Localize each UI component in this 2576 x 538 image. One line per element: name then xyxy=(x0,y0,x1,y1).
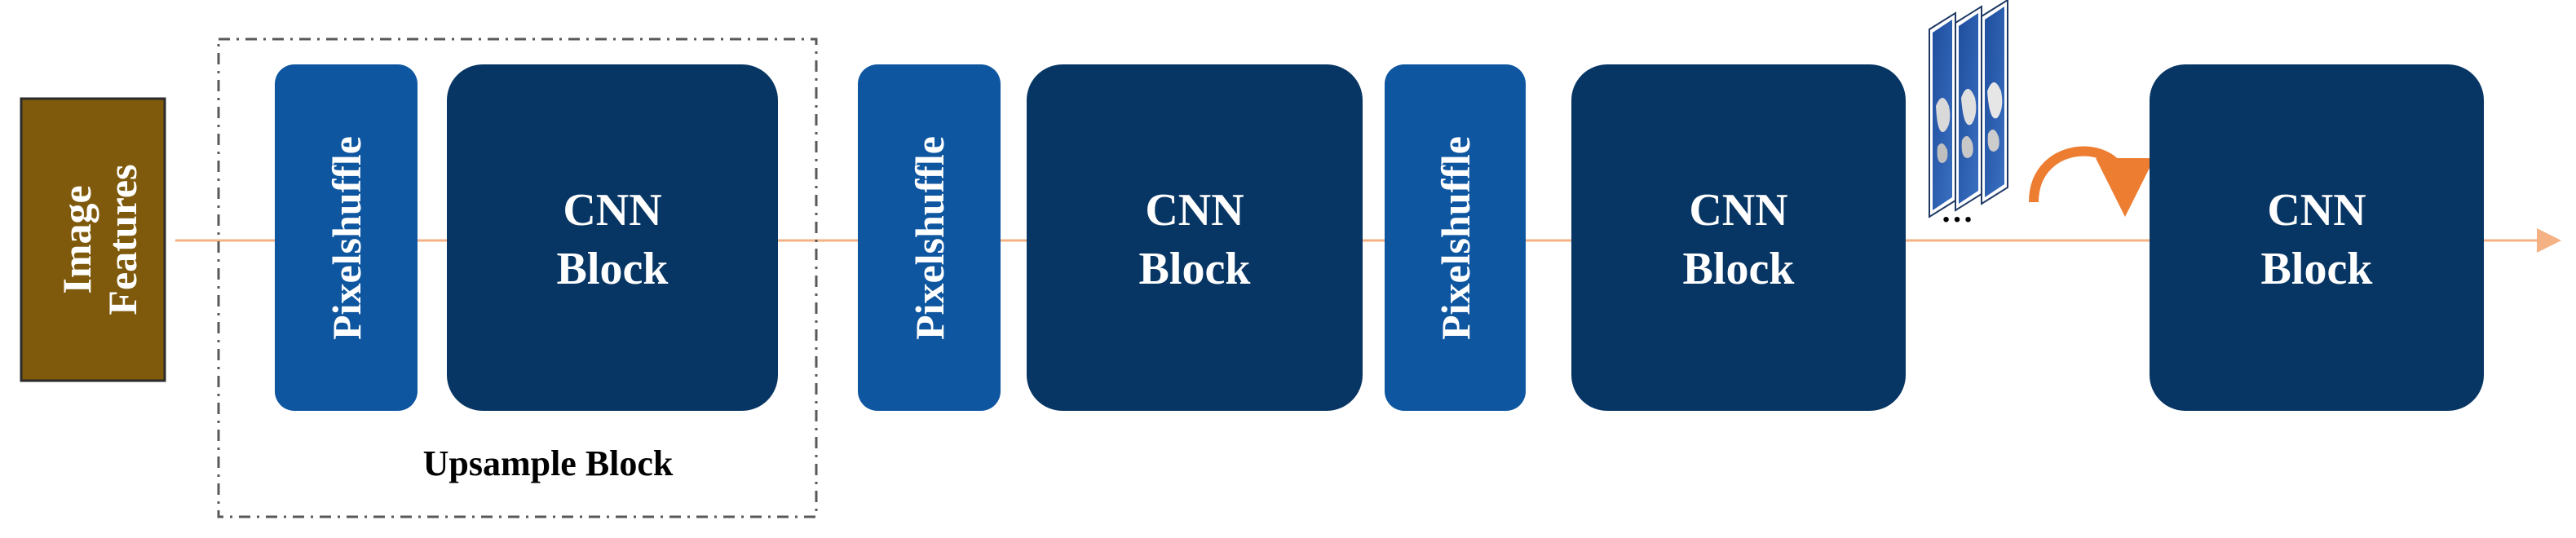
upsample-block-group xyxy=(217,37,818,518)
image-features-label-line1: Image xyxy=(54,185,99,293)
pixelshuffle-block-1: Pixelshuffle xyxy=(275,64,418,411)
cnn-block-1: CNN Block xyxy=(447,64,778,411)
cnn-block-3-line1: CNN xyxy=(1689,185,1787,236)
cnn-block-2-line2: Block xyxy=(1139,244,1252,294)
cnn-block-3: CNN Block xyxy=(1571,64,1906,411)
pixelshuffle-block-3: Pixelshuffle xyxy=(1385,64,1526,411)
feature-map-ellipsis: … xyxy=(1941,192,1973,229)
image-features-label-line2: Features xyxy=(99,164,145,315)
cnn-block-2: CNN Block xyxy=(1027,64,1363,411)
cnn-block-4-line1: CNN xyxy=(2267,185,2366,236)
cnn-block-4-line2: Block xyxy=(2261,244,2374,294)
curved-arrow-icon xyxy=(2029,146,2154,217)
cnn-block-3-line2: Block xyxy=(1683,244,1796,294)
pixelshuffle-label-2: Pixelshuffle xyxy=(907,136,952,340)
cnn-block-2-line1: CNN xyxy=(1145,185,1244,236)
pixelshuffle-block-2: Pixelshuffle xyxy=(858,64,1001,411)
pixelshuffle-label-3: Pixelshuffle xyxy=(1433,136,1478,340)
image-features-block: Image Features xyxy=(20,97,166,382)
feature-map-stack-icon xyxy=(1929,0,2008,218)
upsample-block-caption: Upsample Block xyxy=(423,443,674,483)
cnn-block-1-line1: CNN xyxy=(563,185,661,236)
cnn-block-4: CNN Block xyxy=(2150,64,2484,411)
cnn-block-1-line2: Block xyxy=(557,244,669,294)
pixelshuffle-label-1: Pixelshuffle xyxy=(324,136,369,340)
